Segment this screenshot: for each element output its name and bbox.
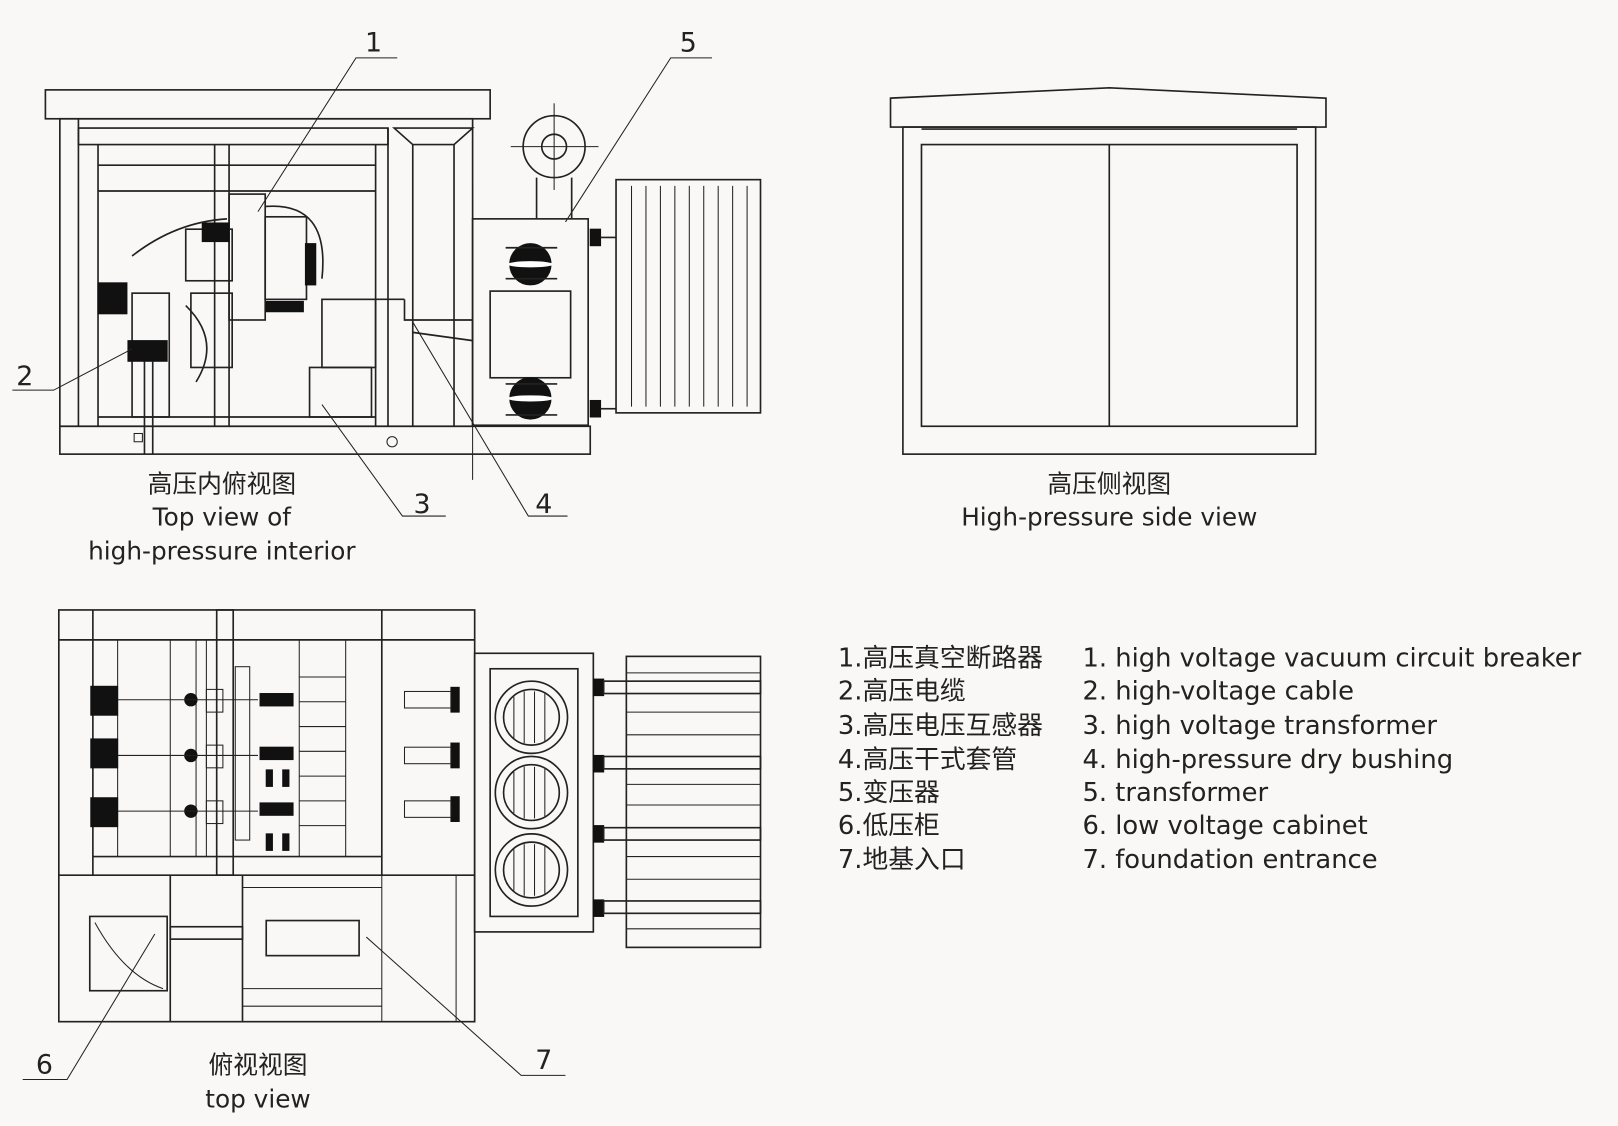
top-view-drawing: [57, 609, 762, 1023]
top-caption-en: top view: [205, 1084, 310, 1113]
legend: 1.高压真空断路器 2.高压电缆 3.高压电压互感器 4.高压干式套管 5.变压…: [838, 644, 1582, 875]
interior-caption-en-2: high-pressure interior: [88, 536, 356, 565]
legend-en-7: 7. foundation entrance: [1082, 845, 1377, 875]
callout-leaders: [12, 57, 713, 1080]
legend-zh-5: 5.变压器: [838, 778, 940, 808]
callout-6: 6: [36, 1049, 53, 1080]
legend-en-1: 1. high voltage vacuum circuit breaker: [1082, 644, 1581, 674]
callout-4: 4: [535, 489, 552, 520]
callout-7: 7: [535, 1045, 552, 1076]
interior-view-drawing: [44, 89, 762, 480]
legend-en-6: 6. low voltage cabinet: [1082, 811, 1367, 841]
side-caption-en: High-pressure side view: [961, 502, 1257, 531]
legend-zh-3: 3.高压电压互感器: [838, 711, 1043, 741]
callout-3: 3: [414, 489, 431, 520]
top-caption-zh: 俯视视图: [208, 1050, 307, 1079]
side-view-drawing: [889, 86, 1327, 455]
legend-zh-7: 7.地基入口: [838, 845, 966, 875]
callout-2: 2: [16, 361, 33, 392]
side-caption-zh: 高压侧视图: [1047, 469, 1171, 498]
legend-zh-4: 4.高压干式套管: [838, 745, 1017, 775]
callout-1: 1: [365, 28, 382, 59]
legend-zh-2: 2.高压电缆: [838, 677, 966, 707]
legend-en-4: 4. high-pressure dry bushing: [1082, 745, 1453, 775]
callout-5: 5: [680, 28, 697, 59]
interior-caption-en-1: Top view of: [152, 502, 293, 531]
legend-en-2: 2. high-voltage cable: [1082, 677, 1354, 707]
interior-caption-zh: 高压内俯视图: [148, 469, 297, 498]
legend-zh-6: 6.低压柜: [838, 811, 940, 841]
legend-en-3: 3. high voltage transformer: [1082, 711, 1437, 741]
legend-en-5: 5. transformer: [1082, 778, 1268, 808]
legend-zh-1: 1.高压真空断路器: [838, 644, 1043, 674]
